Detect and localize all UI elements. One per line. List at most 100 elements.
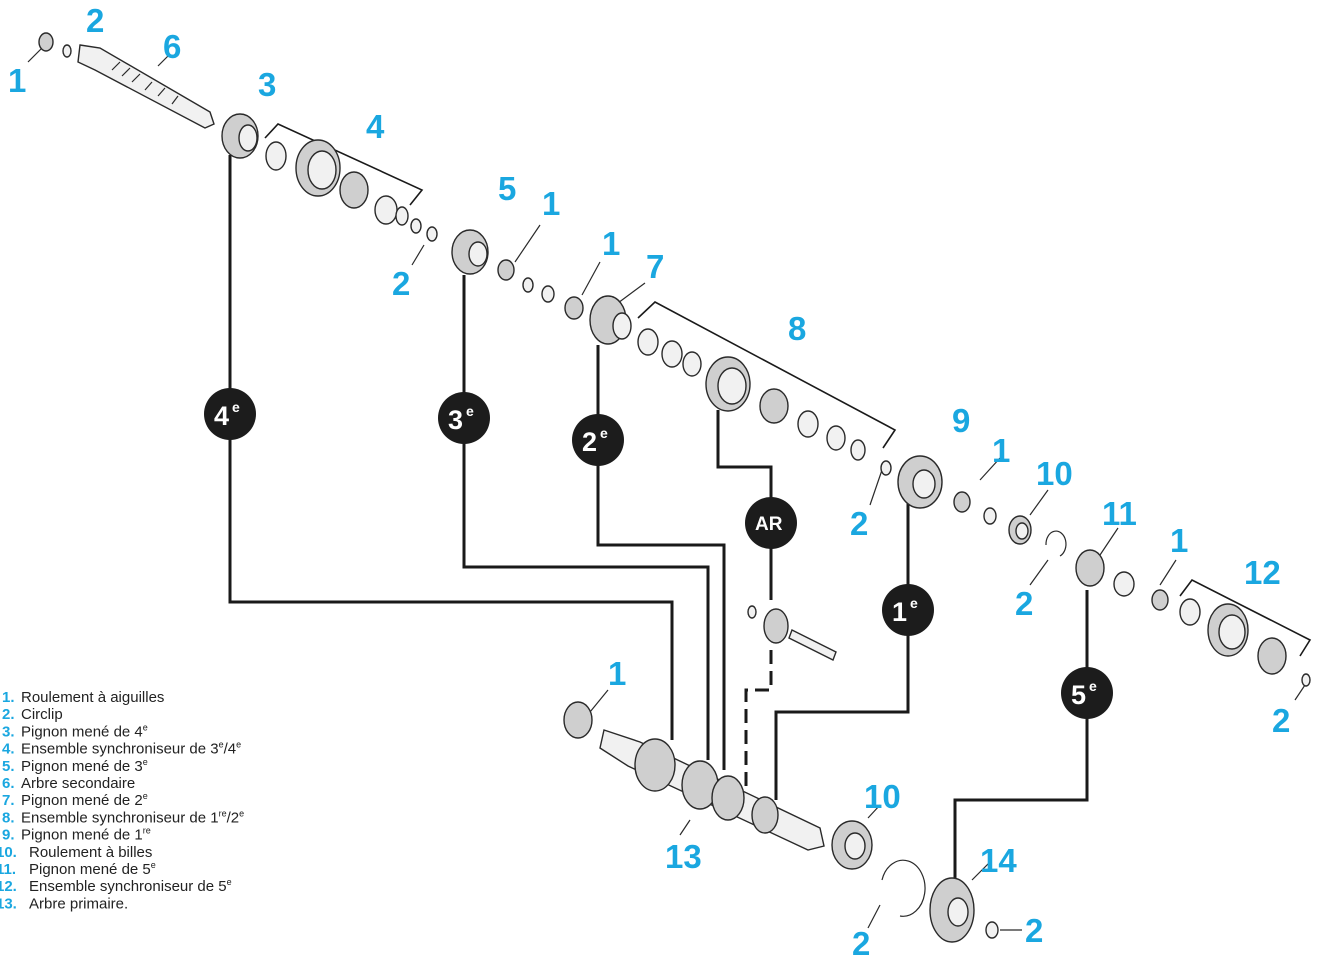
path-5th xyxy=(953,590,1089,880)
legend-number: 6. xyxy=(2,775,15,792)
sync-ring-5-icon xyxy=(661,340,683,368)
legend-text: Pignon mené de 3e xyxy=(21,757,148,775)
primary-gear-3-icon xyxy=(711,775,745,821)
leader-2c xyxy=(869,469,883,506)
callout-2a: 2 xyxy=(86,2,104,39)
primary-gear-1-icon xyxy=(634,738,676,792)
callout-2e: 2 xyxy=(1272,702,1290,739)
leader-6 xyxy=(157,55,169,67)
legend-number: 11. xyxy=(0,861,16,878)
badge-3rd-sup: e xyxy=(466,403,474,419)
reverse-washer-icon xyxy=(747,605,757,619)
badge-3rd-gear: 3 e xyxy=(438,392,490,444)
legend-item: 13.Arbre primaire. xyxy=(0,895,128,912)
badge-4th-num: 4 xyxy=(214,401,229,431)
badge-5th-gear: 5 e xyxy=(1061,667,1113,719)
needle-bearing-icon xyxy=(38,32,54,52)
circlip-3-icon xyxy=(426,226,438,242)
legend-text: Roulement à aiguilles xyxy=(21,689,164,706)
legend-text: Ensemble synchroniseur de 1re/2e xyxy=(21,808,244,826)
legend-text: Pignon mené de 5e xyxy=(29,860,156,878)
callout-9: 9 xyxy=(952,402,970,439)
reverse-idler-gear-icon xyxy=(763,608,789,644)
legend-text: Roulement à billes xyxy=(29,844,152,861)
sync-sleeve-inner-icon xyxy=(307,150,337,190)
reverse-idler-assembly xyxy=(747,605,837,661)
sync-ring-3-icon xyxy=(395,206,409,226)
legend-number: 10. xyxy=(0,844,17,861)
leader-2b xyxy=(411,244,425,266)
circlip-5-icon xyxy=(1045,530,1067,557)
parts-legend: 1. Roulement à aiguilles 2. Circlip3.Pignon… xyxy=(0,689,244,912)
legend-item: 11. Pignon mené de 5e xyxy=(0,860,156,878)
sync-hub-3-icon xyxy=(1257,637,1287,675)
badge-4th-sup: e xyxy=(232,399,240,415)
secondary-shaft-assembly xyxy=(38,32,1311,687)
badge-2nd-num: 2 xyxy=(582,427,597,457)
needle-bearing-3-icon xyxy=(564,296,584,320)
badge-5th-sup: e xyxy=(1089,678,1097,694)
badge-3rd-num: 3 xyxy=(448,405,463,435)
gear-5-driven-icon xyxy=(1075,549,1105,587)
callout-1d: 1 xyxy=(992,432,1010,469)
callout-2b: 2 xyxy=(392,265,410,302)
legend-text: Ensemble synchroniseur de 3e/4e xyxy=(21,740,241,758)
sync-ring-10-icon xyxy=(1179,598,1201,626)
sync-ring-7-icon xyxy=(797,410,819,438)
badge-1st-num: 1 xyxy=(892,597,907,627)
legend-text: Circlip xyxy=(21,706,63,723)
brackets xyxy=(27,47,1312,931)
sync-sleeve-3-inner-icon xyxy=(1218,614,1246,650)
callout-numbers: 1 2 6 3 4 5 1 2 1 7 8 9 1 10 2 11 1 12 2… xyxy=(8,2,1290,958)
callout-2d: 2 xyxy=(1015,585,1033,622)
callout-3: 3 xyxy=(258,66,276,103)
bracket-4 xyxy=(264,123,424,206)
path-reverse-lower xyxy=(744,650,773,790)
circlip-7-icon xyxy=(881,859,926,917)
badge-1st-sup: e xyxy=(910,595,918,611)
legend-text: Pignon mené de 1re xyxy=(21,826,151,844)
sync-ring-2-icon xyxy=(374,195,398,225)
legend-item: 4.Ensemble synchroniseur de 3e/4e xyxy=(2,740,241,758)
callout-1a: 1 xyxy=(8,62,26,99)
callout-8: 8 xyxy=(788,310,806,347)
legend-number: 1. xyxy=(2,689,15,706)
sync-ring-8-icon xyxy=(826,425,846,451)
callout-14: 14 xyxy=(980,842,1017,879)
bracket-8 xyxy=(637,301,897,449)
callout-10a: 10 xyxy=(1036,455,1073,492)
legend-number: 2. xyxy=(2,706,15,723)
legend-item: 3.Pignon mené de 4e xyxy=(2,722,148,740)
washer-icon xyxy=(522,277,534,293)
callout-1c: 1 xyxy=(602,225,620,262)
callout-12: 12 xyxy=(1244,554,1281,591)
legend-text: Arbre primaire. xyxy=(29,895,128,912)
leader-1f xyxy=(589,689,609,713)
needle-bearing-4-icon xyxy=(953,491,971,513)
callout-1e: 1 xyxy=(1170,522,1188,559)
leader-11 xyxy=(1099,527,1119,556)
badge-reverse-text: AR xyxy=(755,514,783,535)
legend-item: 7.Pignon mené de 2e xyxy=(2,791,148,809)
legend-item: 6.Arbre secondaire xyxy=(2,775,135,792)
sync-ring-icon xyxy=(265,141,287,171)
legend-text: Pignon mené de 2e xyxy=(21,791,148,809)
badge-2nd-gear: 2 e xyxy=(572,414,624,466)
leader-10b xyxy=(867,804,881,819)
leader-7 xyxy=(617,282,646,304)
leader-1a xyxy=(27,47,43,63)
callout-11: 11 xyxy=(1102,495,1137,532)
path-4th xyxy=(228,155,674,740)
washer-2-icon xyxy=(541,285,555,303)
leader-13 xyxy=(679,819,691,836)
sync-hub-icon xyxy=(339,171,369,209)
gear-badges: 4 e 3 e 2 e AR 1 e 5 e xyxy=(204,388,1113,719)
secondary-shaft-icon xyxy=(77,44,215,129)
circlip-6-icon xyxy=(1301,673,1311,687)
needle-bearing-2-icon xyxy=(497,259,515,281)
circlip-icon xyxy=(62,44,72,58)
leader-2d xyxy=(1029,559,1049,586)
circlip-4-icon xyxy=(880,460,892,476)
callout-4: 4 xyxy=(366,108,385,145)
leader-1d xyxy=(979,457,1001,481)
